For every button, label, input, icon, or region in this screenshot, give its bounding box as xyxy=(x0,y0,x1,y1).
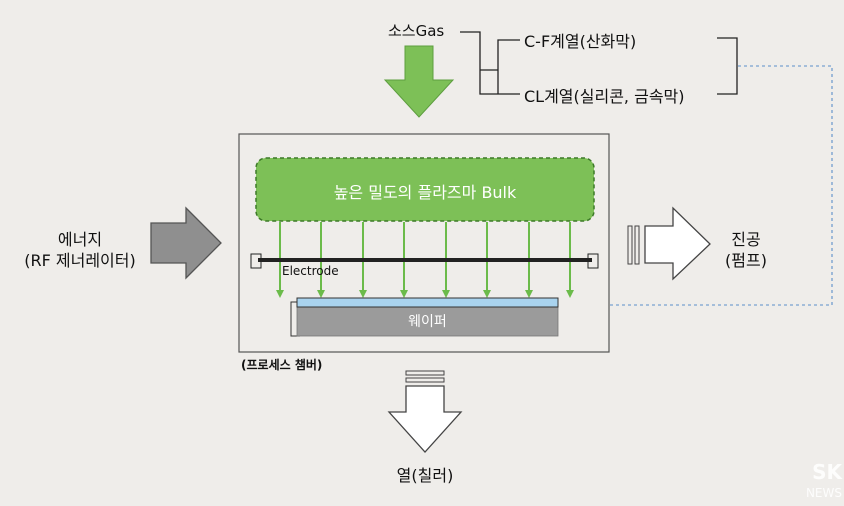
wafer-film xyxy=(296,297,559,308)
source-gas-arrow xyxy=(383,45,455,118)
energy-label-line2: (RF 제너레이터) xyxy=(24,251,136,270)
heat-arrow xyxy=(387,385,463,453)
source-gas-label: 소스Gas xyxy=(388,22,445,40)
electrode-label: Electrode xyxy=(282,264,339,278)
vacuum-label-line1: 진공 xyxy=(731,230,761,249)
energy-label-line1: 에너지 xyxy=(57,230,103,249)
heat-bar xyxy=(405,377,445,383)
vacuum-label-line2: (펌프) xyxy=(725,251,767,270)
watermark-sk: SK xyxy=(812,460,842,484)
wafer-body xyxy=(296,305,559,337)
vacuum-bar xyxy=(634,225,640,265)
wafer-label: 웨이퍼 xyxy=(408,314,447,330)
gas-left-bracket xyxy=(460,31,520,95)
vacuum-bar xyxy=(627,225,633,265)
chamber-label: (프로세스 챔버) xyxy=(241,358,323,372)
vacuum-arrow xyxy=(644,206,711,281)
gas-right-bracket xyxy=(717,37,738,95)
energy-arrow xyxy=(150,206,222,280)
watermark-news: NEWS xyxy=(805,486,842,500)
plasma-label: 높은 밀도의 플라즈마 Bulk xyxy=(333,183,517,202)
cl-gas-label: CL계열(실리콘, 금속막) xyxy=(524,87,685,106)
heat-label: 열(칠러) xyxy=(396,466,454,485)
electrode-bar xyxy=(258,258,592,262)
wafer-stage-outline xyxy=(290,301,300,337)
plasma-bulk xyxy=(255,157,595,222)
cf-gas-label: C-F계열(산화막) xyxy=(524,32,637,51)
heat-bar xyxy=(405,370,445,376)
